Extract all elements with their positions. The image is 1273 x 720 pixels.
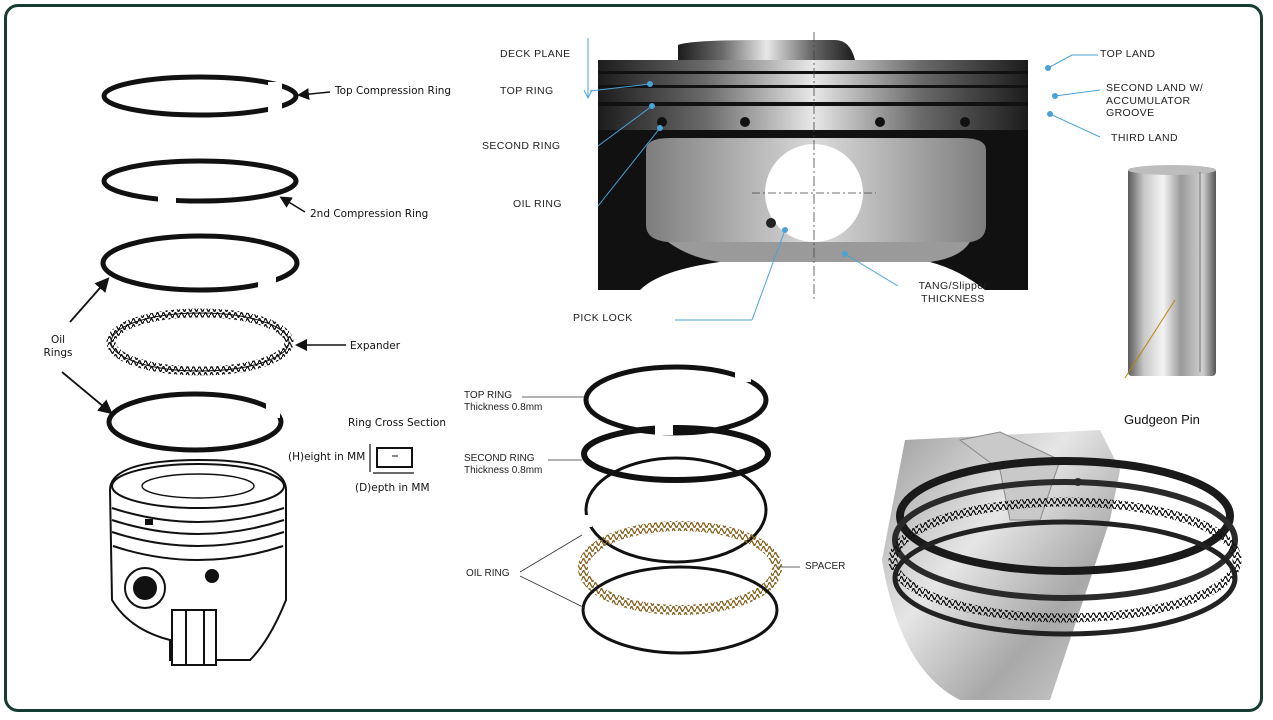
label-second-ring: SECOND RING [482, 140, 561, 152]
label-tang-line1: TANG/Slipper [918, 280, 988, 292]
label-third-land: THIRD LAND [1111, 132, 1179, 144]
oil-rings-arrows [61, 277, 113, 415]
ring-set-spacer [578, 521, 782, 615]
ring-set-top-ring [583, 364, 769, 436]
ring-set-second-ring [581, 425, 771, 483]
gudgeon-pin-photo [1124, 165, 1216, 379]
cross-section-callouts [583, 38, 1101, 321]
label-tang-slipper: TANG/Slipper THICKNESS [908, 280, 998, 305]
label-height-mm: (H)eight in MM [288, 451, 366, 463]
callout-dots [647, 65, 1058, 257]
label-2nd-compression-ring: 2nd Compression Ring [310, 208, 429, 220]
piston-cross-section [598, 32, 1028, 300]
label-ring-set-second-ring-thickness: Thickness 0.8mm [464, 465, 543, 476]
second-compression-ring-arrow [279, 196, 306, 213]
second-compression-ring [101, 158, 299, 204]
label-ring-set-top-ring-thickness: Thickness 0.8mm [464, 402, 543, 413]
label-ring-cross-section: Ring Cross Section [348, 417, 447, 429]
label-expander: Expander [350, 340, 401, 352]
expander-ring [106, 308, 294, 376]
label-ring-set-top-ring-name: TOP RING [464, 390, 512, 401]
label-gudgeon-pin: Gudgeon Pin [1124, 412, 1200, 427]
label-ring-set-second-ring: SECOND RING Thickness 0.8mm [464, 453, 542, 477]
ring-set-leaders [519, 396, 800, 609]
upper-oil-ring [100, 233, 300, 294]
ring-set-oil-ring-lower [581, 565, 779, 655]
lower-oil-ring [106, 391, 284, 453]
label-top-compression-ring: Top Compression Ring [335, 85, 452, 97]
label-depth-mm: (D)epth in MM [355, 482, 430, 494]
label-oil-rings-line2: Rings [43, 346, 73, 359]
label-second-land-line2: ACCUMULATOR [1106, 94, 1191, 107]
label-pick-lock: PICK LOCK [573, 312, 633, 324]
label-deck-plane: DECK PLANE [500, 48, 571, 60]
label-oil-rings: Oil Rings [38, 334, 78, 359]
label-ring-set-oil-ring: OIL RING [466, 568, 510, 579]
ring-cross-section-icon [369, 444, 414, 474]
label-ring-set-second-ring-name: SECOND RING [464, 453, 535, 464]
ring-set-oil-ring-upper [578, 456, 768, 564]
label-top-ring: TOP RING [500, 85, 554, 97]
label-top-land: TOP LAND [1100, 48, 1156, 60]
label-oil-rings-line1: Oil [50, 334, 66, 346]
piston-with-rings-photo [882, 430, 1242, 700]
label-oil-ring: OIL RING [513, 198, 562, 210]
label-second-land-line3: GROOVE [1106, 107, 1155, 120]
label-second-land: SECOND LAND W/ ACCUMULATOR GROOVE [1106, 82, 1203, 120]
piston-line-drawing [108, 458, 287, 666]
label-ring-set-spacer: SPACER [805, 561, 846, 572]
label-tang-line2: THICKNESS [921, 292, 985, 305]
label-second-land-line1: SECOND LAND W/ [1106, 82, 1204, 94]
top-compression-ring [101, 74, 299, 118]
top-compression-ring-arrow [297, 88, 331, 101]
label-ring-set-top-ring: TOP RING Thickness 0.8mm [464, 390, 542, 414]
